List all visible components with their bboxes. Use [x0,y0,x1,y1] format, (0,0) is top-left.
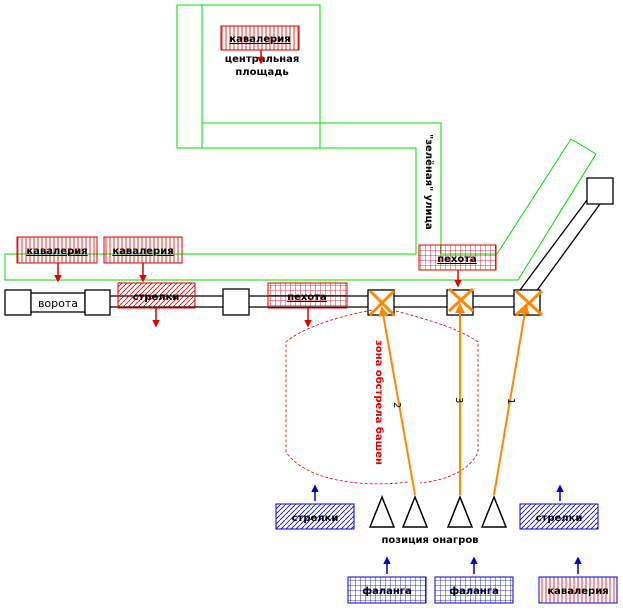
unit-phalanx-1-label: фаланга [362,585,412,597]
shot-number-2: 2 [391,402,402,408]
gate-tower-left [4,289,32,316]
shot-number-1: 1 [505,398,516,404]
city-streets [4,4,597,281]
unit-archers-wall-label: стрелки [133,292,180,303]
onager-4 [480,494,508,528]
onager-position-label: позиция онагров [381,535,478,546]
fire-zone-outline-right [395,310,479,484]
onager-2 [401,494,429,528]
central-square-label-1: центральная [225,54,300,65]
onager-shots [378,303,530,496]
onagers [368,494,508,528]
unit-archers-wall [117,282,196,309]
unit-cav-bottom [538,576,618,604]
attacker-labels: стрелки стрелки фаланга фаланга кавалери… [292,513,609,597]
central-square-inner [201,4,321,124]
defenders [16,25,497,309]
unit-cav-left1-label: кавалерия [26,246,87,257]
unit-phalanx-2-label: фаланга [449,585,499,597]
unit-archers-left [275,503,355,530]
unit-cav-square-label: кавалерия [229,34,290,45]
unit-archers-right [519,503,599,530]
unit-phalanx-2 [434,576,514,604]
onager-3 [446,494,474,528]
attacker-arrows [311,484,582,574]
hit-marks [368,287,544,317]
gate-label: ворота [38,297,78,310]
unit-cav-bottom-label: кавалерия [547,586,608,597]
wall-tower-5 [586,177,614,205]
defender-arrows [54,50,462,328]
fire-zone-label: зона обстрела башен [373,340,385,465]
unit-phalanx-1 [347,576,427,604]
street-ring-road [4,122,597,281]
unit-infantry-wall [267,282,348,309]
central-square-label-2: площадь [235,67,288,78]
unit-infantry-wall-label: пехота [287,292,327,303]
unit-infantry-street-label: пехота [437,254,477,265]
unit-cav-left2-label: кавалерия [112,246,173,257]
unit-archers-left-label: стрелки [292,513,339,524]
unit-cav-left1 [16,236,98,264]
unit-cav-square [220,25,300,51]
shot-number-3: 3 [453,397,464,403]
defender-labels: кавалерия кавалерия кавалерия стрелки пе… [26,34,476,303]
unit-cav-left2 [103,236,183,264]
attackers [275,503,618,604]
gate-tower-right [84,289,111,316]
onager-1 [368,494,396,528]
wall-tower-1 [222,288,250,316]
fire-zone-outline [285,309,409,485]
unit-archers-right-label: стрелки [536,513,583,524]
street-label: "зелёная" улица [423,134,435,230]
unit-infantry-street [418,244,497,271]
